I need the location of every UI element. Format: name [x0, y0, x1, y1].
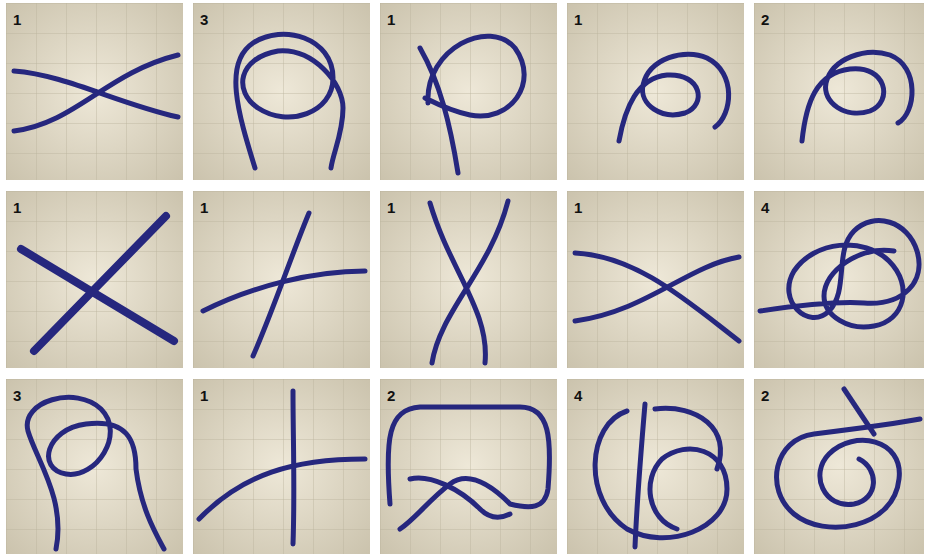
- rope: [236, 34, 343, 168]
- panel-ground: [6, 3, 183, 180]
- grid: [754, 379, 924, 554]
- panel-ground: [380, 3, 557, 180]
- callout-number: 2: [761, 388, 769, 403]
- callout-number: 2: [761, 12, 769, 27]
- panel-ground: [754, 379, 924, 554]
- grid: [380, 3, 557, 180]
- rope: [777, 419, 920, 527]
- panel: [567, 191, 744, 368]
- grid: [754, 191, 924, 368]
- grid: [567, 379, 744, 554]
- panel: [6, 191, 183, 368]
- panel: [754, 379, 924, 554]
- panel-ground: [380, 191, 557, 368]
- rope: [760, 221, 919, 327]
- callout-number: 1: [574, 200, 582, 215]
- grid: [6, 379, 183, 554]
- callout-number: 4: [574, 388, 582, 403]
- panel-ground: [6, 379, 183, 554]
- callout-number: 1: [200, 200, 208, 215]
- callout-number: 1: [574, 12, 582, 27]
- grid: [193, 379, 370, 554]
- grid: [567, 3, 744, 180]
- rope: [802, 52, 912, 141]
- rope: [14, 55, 178, 131]
- rope: [595, 411, 727, 538]
- rope: [575, 257, 739, 321]
- grid: [380, 379, 557, 554]
- grid: [6, 191, 183, 368]
- rope: [619, 54, 729, 141]
- rope: [425, 36, 524, 116]
- callout-number: 1: [13, 12, 21, 27]
- panel: [380, 191, 557, 368]
- panel-ground: [6, 191, 183, 368]
- rope: [655, 408, 721, 469]
- rope: [410, 478, 510, 517]
- rope: [21, 249, 174, 341]
- panel: [754, 3, 924, 180]
- callout-number: 1: [387, 12, 395, 27]
- panel: [193, 379, 370, 554]
- panel: [6, 3, 183, 180]
- callout-number: 3: [13, 388, 21, 403]
- panel: [754, 191, 924, 368]
- callout-number: 4: [761, 200, 769, 215]
- rope: [844, 389, 874, 434]
- panel: [380, 3, 557, 180]
- rope: [635, 404, 645, 547]
- panel-ground: [193, 3, 370, 180]
- callout-number: 1: [13, 200, 21, 215]
- grid: [193, 191, 370, 368]
- rope: [253, 213, 309, 356]
- panel-ground: [193, 191, 370, 368]
- panel: [380, 379, 557, 554]
- panel: [6, 379, 183, 554]
- grid: [6, 3, 183, 180]
- rope: [388, 407, 549, 529]
- panel-ground: [754, 191, 924, 368]
- panel: [567, 3, 744, 180]
- panel-ground: [380, 379, 557, 554]
- rope: [575, 253, 739, 341]
- callout-number: 2: [387, 388, 395, 403]
- rope: [34, 216, 166, 351]
- panel-ground: [567, 191, 744, 368]
- panel-ground: [754, 3, 924, 180]
- grid: [567, 191, 744, 368]
- callout-number: 1: [200, 388, 208, 403]
- panel-ground: [193, 379, 370, 554]
- grid: [380, 191, 557, 368]
- callout-number: 3: [200, 12, 208, 27]
- panel: [193, 3, 370, 180]
- panel-ground: [567, 379, 744, 554]
- rope: [199, 459, 365, 519]
- grid: [754, 3, 924, 180]
- callout-number: 1: [387, 200, 395, 215]
- rope: [432, 201, 508, 363]
- rope: [27, 397, 164, 549]
- panel: [567, 379, 744, 554]
- panel-ground: [567, 3, 744, 180]
- panel: [193, 191, 370, 368]
- grid: [193, 3, 370, 180]
